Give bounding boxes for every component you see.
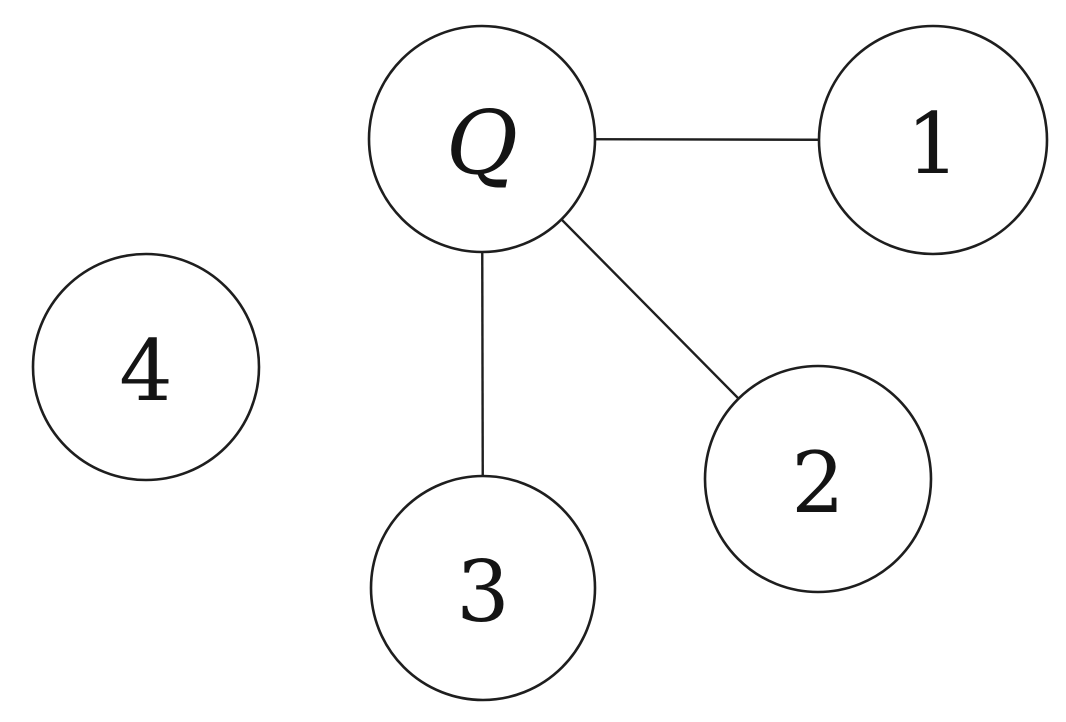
node-3 [369,474,597,702]
node-1 [817,24,1049,256]
node-label-2: 2 [791,434,844,532]
node-label-1: 1 [906,95,959,193]
node-label-3: 3 [456,543,509,641]
label-layer: Q 1 2 3 4 [119,92,959,642]
node-2 [703,364,933,594]
node-label-Q: Q [446,92,518,195]
node-label-4: 4 [119,322,172,420]
node-4 [31,252,261,482]
node-Q [367,24,597,254]
node-layer [31,24,1049,702]
